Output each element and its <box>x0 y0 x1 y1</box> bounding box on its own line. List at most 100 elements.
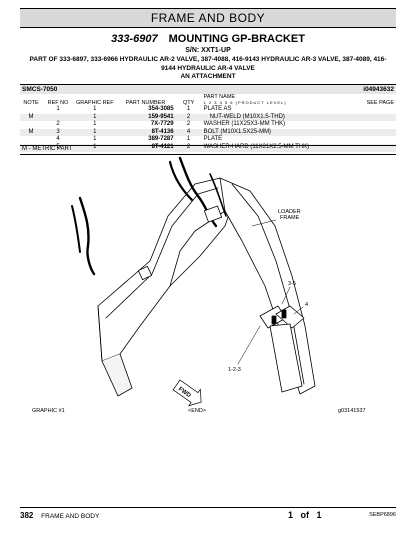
parts-table-header: NOTE REF NO GRAPHIC REF PART NUMBER QTY … <box>20 94 396 106</box>
table-row: 5 1 8T-4121 2 WASHER-HARD (11X21X2.5-MM … <box>20 143 396 152</box>
table-row: M 1 159-9541 2 NUT-WELD (M10X1.5-THD) <box>20 113 396 122</box>
page-number: 382 <box>20 511 34 520</box>
col-graphic-ref: GRAPHIC REF <box>76 100 114 106</box>
row-see-page <box>362 143 396 152</box>
row-graphic: 1 <box>93 121 97 128</box>
col-see-page: SEE PAGE <box>366 100 394 106</box>
row-part-number[interactable]: 354-3085 <box>148 106 174 112</box>
row-note <box>20 143 42 152</box>
hydraulic-hose-4 <box>71 205 81 253</box>
loader-arm-outline <box>97 177 236 362</box>
row-ref: 4 <box>56 136 60 143</box>
table-row: 2 1 7X-7729 2 WASHER (11X25X3-MM THK) <box>20 121 396 129</box>
metric-note: M - METRIC PART <box>22 146 73 152</box>
group-name: MOUNTING GP-BRACKET <box>168 33 305 45</box>
loader-arm-front-edge <box>97 305 103 362</box>
row-part-name: WASHER (11X25X3-MM THK) <box>203 121 286 128</box>
col-part-number: PART NUMBER <box>125 100 166 106</box>
book-number: SEBP6896 <box>369 512 396 518</box>
bolt-2 <box>271 315 277 325</box>
callout-1-2-3: 1-2-3 <box>228 367 241 373</box>
row-see-page <box>362 121 396 129</box>
leader-3-5 <box>281 286 291 305</box>
footer-rule <box>20 507 396 508</box>
row-note <box>20 136 42 144</box>
section-title: FRAME AND BODY <box>20 8 396 28</box>
row-part-number[interactable]: 8T-4136 <box>115 128 176 137</box>
row-qty: 2 <box>175 113 202 122</box>
row-qty: 2 <box>186 121 191 128</box>
row-note <box>20 106 42 114</box>
row-ref: 5 <box>42 143 74 152</box>
leader-4 <box>293 306 304 315</box>
page-of: 1 of 1 <box>288 510 322 520</box>
col-product-level: 1 2 3 4 5 6 (PRODUCT LEVEL) <box>203 100 287 105</box>
row-part-name: NUT-WELD (M10X1.5-THD) <box>201 113 362 122</box>
exploded-view-drawing: LOADER FRAME 3-5 4 1-2-3 FWD GRAPHIC #1 … <box>32 156 366 414</box>
hydraulic-hose-5 <box>209 173 227 217</box>
forward-arrow-icon: FWD <box>172 379 202 407</box>
row-note: M <box>20 113 42 122</box>
row-see-page <box>362 136 396 144</box>
valve-block-2 <box>137 265 153 281</box>
metric-note-rule <box>20 154 396 155</box>
row-part-number[interactable]: 389-7287 <box>148 136 174 143</box>
row-note: M <box>20 128 42 137</box>
loader-frame-side <box>219 177 316 395</box>
loader-frame-label-2: FRAME <box>280 215 300 221</box>
row-qty: 1 <box>186 136 191 143</box>
part-of-text: PART OF 333-6897, 333-6966 HYDRAULIC AR-… <box>24 56 392 82</box>
row-part-name: PLATE AS <box>203 106 232 112</box>
loader-frame-flange <box>231 183 305 385</box>
table-row: 1 1 354-3085 1 PLATE AS <box>20 106 396 114</box>
row-part-name: BOLT (M10X1.5X25-MM) <box>201 128 362 137</box>
parts-table: NOTE REF NO GRAPHIC REF PART NUMBER QTY … <box>20 94 396 152</box>
row-part-name: PLATE <box>203 136 223 143</box>
graphic-id: g03141537 <box>338 408 366 414</box>
row-graphic: 1 <box>74 128 116 137</box>
footer-section: FRAME AND BODY <box>41 513 100 520</box>
table-row: 4 1 389-7287 1 PLATE <box>20 136 396 144</box>
group-number: 333-6907 <box>111 33 158 45</box>
graphic-label: GRAPHIC #1 <box>32 408 65 414</box>
smcs-bar: SMCS-7050 i04943632 <box>20 84 396 94</box>
loader-arm-inner-edge <box>105 187 219 319</box>
row-ref: 3 <box>42 128 74 137</box>
row-graphic: 1 <box>93 106 97 112</box>
valve-block-1 <box>203 205 223 223</box>
col-qty: QTY <box>182 100 195 106</box>
row-part-number[interactable]: 159-9541 <box>115 113 176 122</box>
row-part-number[interactable]: 7X-7729 <box>150 121 174 128</box>
col-ref-no: REF NO <box>47 100 69 106</box>
row-see-page <box>362 128 396 137</box>
loader-arm-lower-edge <box>101 353 133 397</box>
page-footer: 382 FRAME AND BODY 1 of 1 SEBP6896 <box>20 510 396 520</box>
hydraulic-hose-2 <box>168 160 194 202</box>
loader-frame-label-1: LOADER <box>278 209 301 215</box>
row-ref: 2 <box>56 121 60 128</box>
bolt-1 <box>281 309 287 319</box>
group-header: 333-6907 MOUNTING GP-BRACKET <box>20 33 396 45</box>
row-graphic: 1 <box>74 143 116 152</box>
document-id: i04943632 <box>363 86 394 93</box>
callout-4: 4 <box>305 302 308 308</box>
frame-lower-pillar <box>269 323 303 393</box>
table-row: M 3 1 8T-4136 4 BOLT (M10X1.5X25-MM) <box>20 128 396 137</box>
row-part-number[interactable]: 8T-4121 <box>115 143 176 152</box>
part-of-list: PART OF 333-6897, 333-6966 HYDRAULIC AR-… <box>29 56 387 72</box>
callout-3-5: 3-5 <box>288 281 296 287</box>
smcs-code: SMCS-7050 <box>22 86 58 93</box>
row-graphic: 1 <box>93 136 97 143</box>
col-part-name-label: PART NAME <box>203 94 236 100</box>
row-note <box>20 121 42 129</box>
attachment-text: AN ATTACHMENT <box>180 73 236 80</box>
row-qty: 4 <box>175 128 202 137</box>
end-label: <END> <box>188 408 206 414</box>
col-part-name: PART NAME 1 2 3 4 5 6 (PRODUCT LEVEL) <box>202 94 362 106</box>
hydraulic-hose-3 <box>78 196 96 276</box>
row-qty: 1 <box>186 106 191 112</box>
serial-number: S/N: XXT1-UP <box>185 47 231 54</box>
table-bottom-rule <box>20 145 396 146</box>
row-see-page <box>362 113 396 122</box>
row-ref: 1 <box>56 106 60 112</box>
